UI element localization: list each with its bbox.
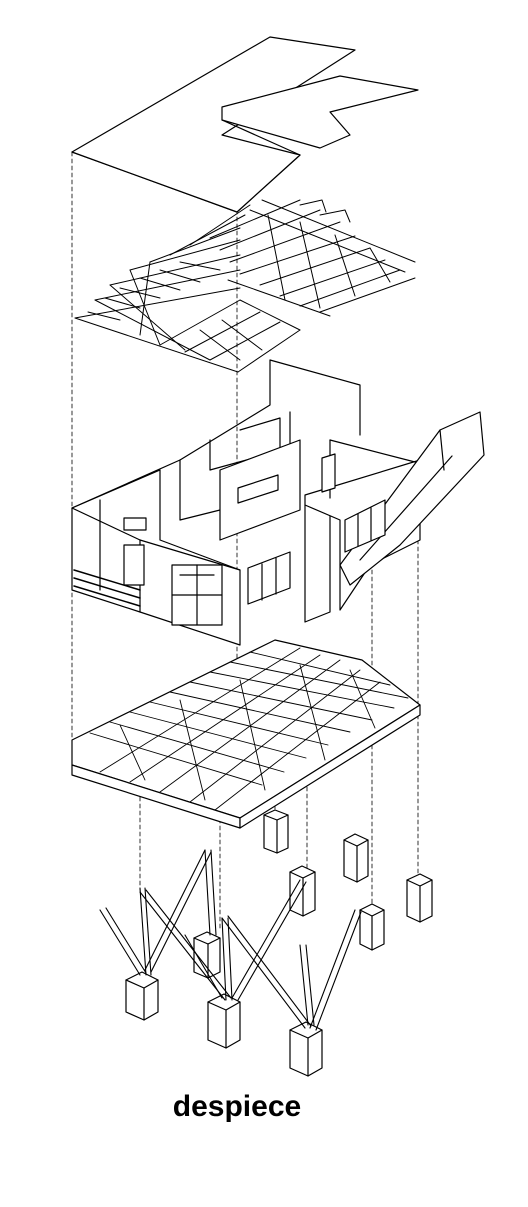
roof-trusses [74,199,416,373]
front-truss-set [159,299,301,373]
staircase [339,411,485,586]
porch-rails [73,569,141,607]
pier [406,873,433,923]
foundation-piers [125,809,433,1077]
floor-platform [71,639,421,829]
pier [359,903,385,951]
house-walls [71,359,485,646]
floor-joists [89,647,409,811]
pier [263,809,289,854]
pier [289,1021,323,1077]
pier [193,931,221,979]
left-truss-set [74,204,251,373]
windows [123,453,386,626]
right-truss-set [209,199,416,317]
diagram-caption: despiece [172,1090,302,1123]
pier [207,993,241,1049]
pier [343,833,369,883]
roof-panels [71,36,419,213]
pier [125,971,159,1021]
diagonal-bracing [99,849,362,1031]
